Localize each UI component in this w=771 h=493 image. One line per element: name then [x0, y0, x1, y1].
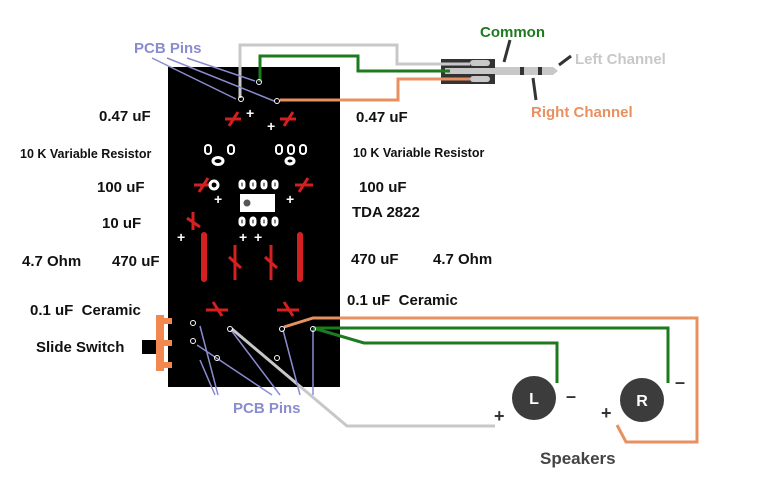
label-left-ceramic: 0.1 uF Ceramic	[30, 302, 141, 319]
pcb-pin-pointers	[151, 57, 314, 396]
right-channel-label: Right Channel	[531, 104, 633, 121]
svg-text:+: +	[239, 229, 247, 245]
svg-text:–: –	[675, 372, 685, 392]
speakers-label: Speakers	[540, 449, 616, 468]
label-tda2822: TDA 2822	[352, 204, 420, 221]
svg-text:+: +	[286, 191, 294, 207]
svg-text:L: L	[529, 391, 539, 408]
label-right-100uf: 100 uF	[359, 179, 407, 196]
svg-text:+: +	[177, 229, 185, 245]
svg-text:–: –	[566, 386, 576, 406]
polarity-marks: + + + + + + +	[177, 105, 294, 245]
pcb-board	[168, 67, 340, 387]
speaker-polarity: + – + –	[494, 372, 685, 426]
label-slide-switch: Slide Switch	[36, 339, 124, 356]
speaker-left: L	[512, 376, 556, 420]
svg-text:+: +	[214, 191, 222, 207]
board-components	[186, 79, 316, 361]
svg-text:+: +	[494, 406, 505, 426]
left-channel-label: Left Channel	[575, 51, 666, 68]
label-left-047uf: 0.47 uF	[99, 108, 151, 125]
label-left-47ohm: 4.7 Ohm	[22, 253, 81, 270]
speaker-right-positive-wire	[283, 316, 699, 444]
speaker-common-wire-l	[312, 326, 559, 383]
svg-text:+: +	[267, 118, 275, 134]
left-channel-wire	[238, 43, 470, 98]
pcb-pins-label-bottom: PCB Pins	[233, 400, 301, 417]
right-channel-wire	[280, 77, 470, 102]
label-right-var-res: 10 K Variable Resistor	[353, 146, 484, 160]
svg-text:+: +	[601, 403, 612, 423]
label-left-470uf: 470 uF	[112, 253, 160, 270]
label-left-100uf: 100 uF	[97, 179, 145, 196]
svg-text:R: R	[636, 393, 648, 410]
label-right-470uf: 470 uF	[351, 251, 399, 268]
common-wire	[258, 54, 450, 82]
label-left-10uf: 10 uF	[102, 215, 141, 232]
svg-text:+: +	[246, 105, 254, 121]
label-right-047uf: 0.47 uF	[356, 109, 408, 126]
label-left-var-res: 10 K Variable Resistor	[20, 147, 151, 161]
label-right-47ohm: 4.7 Ohm	[433, 251, 492, 268]
label-right-ceramic: 0.1 uF Ceramic	[347, 292, 458, 309]
speaker-common-wire-r	[313, 326, 670, 383]
speaker-right: R	[620, 378, 664, 422]
slide-switch	[142, 315, 172, 371]
jack-pointers	[502, 39, 572, 101]
speaker-left-positive-wire	[231, 327, 495, 428]
common-label: Common	[480, 24, 545, 41]
svg-text:+: +	[254, 229, 262, 245]
pcb-pins-label-top: PCB Pins	[134, 40, 202, 57]
